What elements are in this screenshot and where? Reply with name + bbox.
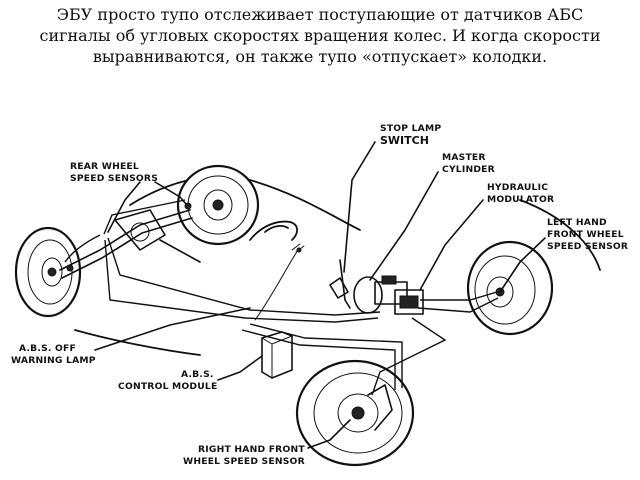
caption-text: ЭБУ просто тупо отслеживает поступающие … xyxy=(0,4,640,67)
master-label-2: CYLINDER xyxy=(442,164,495,175)
rear-axle xyxy=(59,209,201,279)
abs-off-label-2: WARNING LAMP xyxy=(11,355,96,366)
right-front-label-1: RIGHT HAND FRONT xyxy=(198,444,305,455)
stop-lamp-label-1: STOP LAMP xyxy=(380,123,441,134)
left-front-wheel xyxy=(466,240,554,336)
caption-line-3: выравниваются, он также тупо «отпускает»… xyxy=(92,47,548,66)
abs-control-module xyxy=(261,331,293,379)
master-label-1: MASTER xyxy=(442,152,486,163)
hydraulic-label-1: HYDRAULIC xyxy=(487,182,548,193)
rear-right-wheel xyxy=(176,164,260,246)
abs-off-label-1: A.B.S. OFF xyxy=(19,343,76,354)
control-label-2: CONTROL MODULE xyxy=(118,381,217,392)
label-left-front-sensor: LEFT HAND FRONT WHEEL SPEED SENSOR xyxy=(547,217,628,252)
control-label-1: A.B.S. xyxy=(181,369,214,380)
right-front-wheel xyxy=(295,359,415,467)
label-control-module: A.B.S. CONTROL MODULE xyxy=(118,369,217,392)
label-abs-off-lamp: A.B.S. OFF WARNING LAMP xyxy=(11,343,96,366)
brake-lines xyxy=(64,199,499,396)
hydraulic-modulator xyxy=(394,289,424,315)
left-front-label-3: SPEED SENSOR xyxy=(547,241,628,252)
caption-line-1: ЭБУ просто тупо отслеживает поступающие … xyxy=(56,5,584,24)
left-front-label-1: LEFT HAND xyxy=(547,217,607,228)
label-stop-lamp-switch: STOP LAMP SWITCH xyxy=(380,123,441,147)
label-hydraulic-modulator: HYDRAULIC MODULATOR xyxy=(487,182,554,205)
label-right-front-sensor: RIGHT HAND FRONT WHEEL SPEED SENSOR xyxy=(183,444,305,467)
label-rear-wheel-sensors: REAR WHEEL SPEED SENSORS xyxy=(70,161,158,184)
rear-left-wheel xyxy=(14,226,82,318)
leader-lines xyxy=(94,141,546,449)
caption-line-2: сигналы об угловых скоростях вращения ко… xyxy=(39,26,601,45)
warning-lamp-wiring xyxy=(254,243,305,321)
label-master-cylinder: MASTER CYLINDER xyxy=(442,152,495,175)
master-cylinder-assembly xyxy=(329,259,408,314)
stop-lamp-label-2: SWITCH xyxy=(380,134,429,147)
left-front-label-2: FRONT WHEEL xyxy=(547,229,624,240)
rear-wheel-label-1: REAR WHEEL xyxy=(70,161,139,172)
right-front-label-2: WHEEL SPEED SENSOR xyxy=(183,456,305,467)
hydraulic-label-2: MODULATOR xyxy=(487,194,554,205)
rear-wheel-label-2: SPEED SENSORS xyxy=(70,173,158,184)
